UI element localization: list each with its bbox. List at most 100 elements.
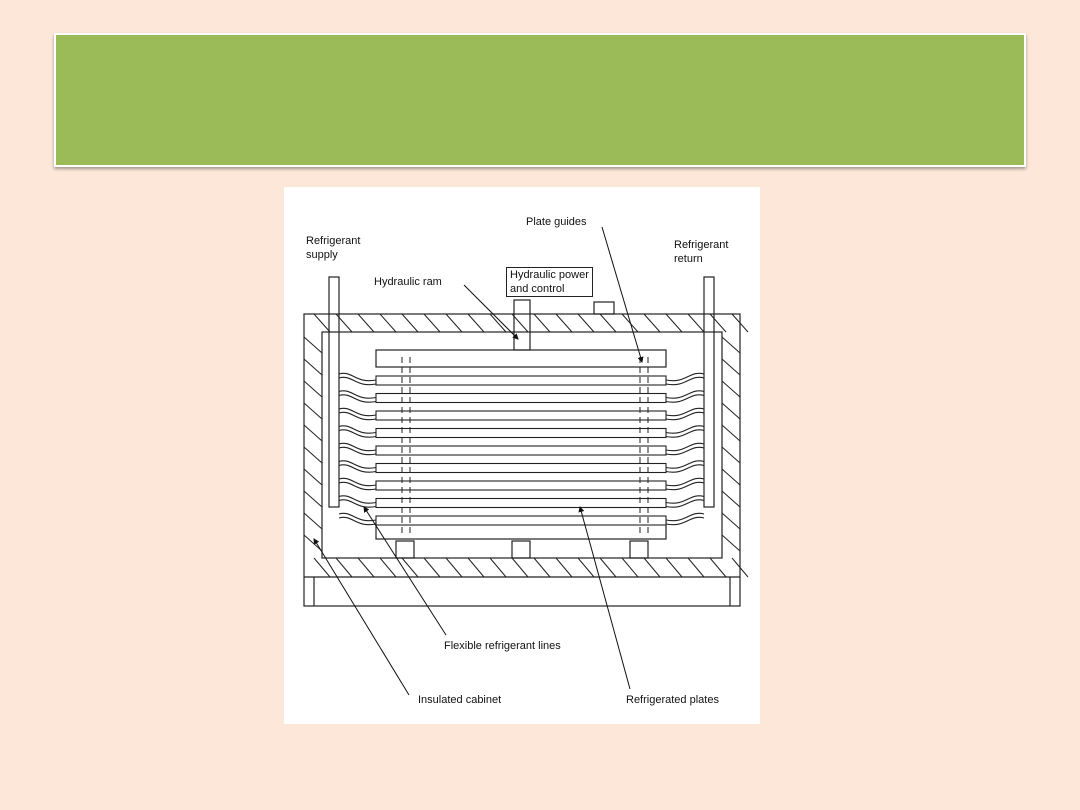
insulation-hatch-bottom	[731, 557, 749, 578]
insulation-hatch-right	[721, 380, 741, 398]
insulation-hatch-right	[721, 402, 741, 420]
flexible-line-right	[665, 407, 705, 417]
flexible-line-right	[665, 442, 705, 452]
flexible-line-left	[338, 407, 377, 417]
insulation-hatch-top	[709, 313, 727, 333]
flexible-line-right	[665, 499, 705, 508]
flexible-line-left	[338, 446, 377, 456]
insulation-hatch-bottom	[357, 557, 375, 578]
pressing-plate	[375, 349, 667, 368]
insulation-hatch-top	[357, 313, 375, 333]
refrigerated-plate	[375, 480, 667, 491]
insulation-hatch-right	[721, 534, 741, 552]
insulation-hatch-bottom	[643, 557, 661, 578]
refrigerated-plate	[375, 375, 667, 386]
insulation-hatch-top	[335, 313, 353, 333]
flexible-line-left	[338, 394, 377, 403]
insulation-hatch-left	[303, 446, 323, 464]
insulation-hatch-left	[303, 534, 323, 552]
flexible-line-left	[338, 499, 377, 508]
flexible-line-right	[665, 425, 705, 434]
insulation-hatch-left	[303, 490, 323, 508]
refrigerant-supply-pipe	[328, 276, 340, 508]
insulation-hatch-bottom	[555, 557, 573, 578]
insulation-hatch-left	[303, 512, 323, 530]
insulation-hatch-top	[687, 313, 705, 333]
refrigerated-plate	[375, 427, 667, 439]
insulation-hatch-right	[721, 468, 741, 486]
refrigerated-plate	[375, 445, 667, 456]
refrigerated-plate	[375, 515, 667, 526]
label-insulated-cabinet: Insulated cabinet	[418, 694, 502, 706]
title-band	[54, 33, 1026, 167]
insulation-hatch-top	[467, 313, 485, 333]
insulation-hatch-top	[555, 313, 573, 333]
flexible-line-left	[338, 442, 377, 452]
insulation-hatch-right	[721, 512, 741, 530]
plate-support-right	[629, 540, 649, 559]
label-refrigerant-supply: Refrigerant supply	[306, 235, 361, 261]
insulation-hatch-right	[721, 424, 741, 442]
diagram-drawing	[303, 226, 749, 696]
insulation-hatch-bottom	[489, 557, 507, 578]
flexible-line-left	[338, 411, 377, 421]
insulation-hatch-bottom	[313, 557, 331, 578]
flexible-line-right	[665, 477, 705, 487]
flexible-line-right	[665, 411, 705, 421]
flexible-line-right	[665, 516, 705, 526]
insulation-hatch-left	[303, 358, 323, 376]
insulation-hatch-left	[303, 380, 323, 398]
flexible-line-right	[665, 429, 705, 438]
flexible-line-right	[665, 372, 705, 382]
insulation-hatch-top	[643, 313, 661, 333]
insulation-hatch-bottom	[467, 557, 485, 578]
insulation-hatch-top	[379, 313, 397, 333]
flexible-line-left	[338, 425, 377, 434]
insulation-hatch-top	[423, 313, 441, 333]
insulation-hatch-bottom	[665, 557, 683, 578]
label-hydraulic-ram: Hydraulic ram	[374, 276, 442, 288]
flexible-line-left	[338, 376, 377, 386]
insulation-hatch-bottom	[599, 557, 617, 578]
insulation-hatch-top	[313, 313, 331, 333]
flexible-line-left	[338, 429, 377, 438]
flexible-line-right	[665, 390, 705, 399]
leader-insulated-cabinet	[313, 538, 410, 696]
refrigerated-plate	[375, 392, 667, 404]
label-plate-guides: Plate guides	[526, 216, 587, 228]
leader-refrigerated-plates	[578, 506, 631, 690]
insulation-hatch-right	[721, 490, 741, 508]
refrigerated-plate	[375, 497, 667, 509]
leader-plate-guides	[601, 226, 644, 363]
insulation-hatch-bottom	[687, 557, 705, 578]
plate-support-center	[511, 540, 531, 559]
insulation-hatch-bottom	[533, 557, 551, 578]
flexible-line-right	[665, 460, 705, 469]
label-refrigerated-plates: Refrigerated plates	[626, 694, 719, 706]
insulation-hatch-bottom	[335, 557, 353, 578]
flexible-line-right	[665, 446, 705, 456]
flexible-line-left	[338, 460, 377, 469]
label-flexible-refrigerant-lines: Flexible refrigerant lines	[444, 640, 561, 652]
flexible-line-right	[665, 512, 705, 522]
insulation-hatch-bottom	[621, 557, 639, 578]
refrigerant-return-pipe	[703, 276, 715, 508]
flexible-line-right	[665, 481, 705, 491]
flexible-line-left	[338, 495, 377, 504]
cabinet-outer-wall	[303, 313, 741, 607]
flexible-line-right	[665, 376, 705, 386]
insulation-hatch-top	[665, 313, 683, 333]
flexible-line-left	[338, 372, 377, 382]
flexible-line-right	[665, 394, 705, 403]
insulation-hatch-bottom	[709, 557, 727, 578]
insulation-hatch-top	[577, 313, 595, 333]
plate-freezer-diagram: Refrigerant supply Plate guides Refriger…	[284, 187, 760, 724]
insulation-hatch-bottom	[379, 557, 397, 578]
insulation-hatch-right	[721, 446, 741, 464]
leader-hydraulic-ram	[463, 284, 519, 340]
flexible-line-left	[338, 477, 377, 487]
insulation-hatch-left	[303, 336, 323, 354]
refrigerated-plate	[375, 462, 667, 474]
insulation-hatch-top	[489, 313, 507, 333]
insulation-hatch-right	[721, 358, 741, 376]
